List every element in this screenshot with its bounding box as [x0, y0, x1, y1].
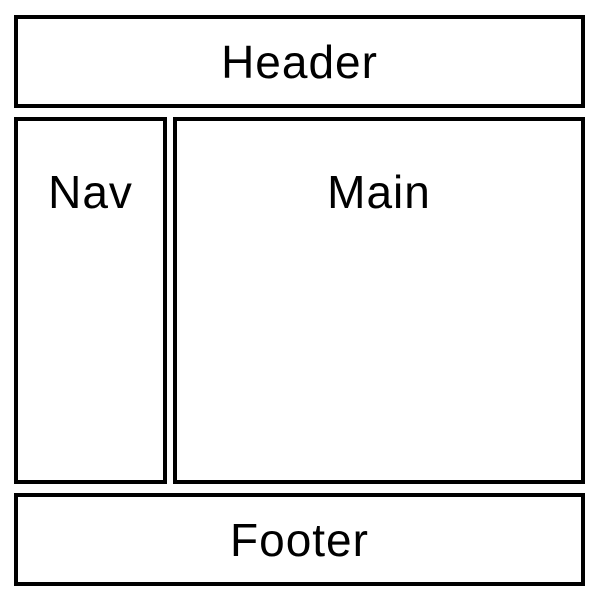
- nav-region: Nav: [14, 117, 167, 484]
- main-label: Main: [327, 166, 431, 218]
- footer-region: Footer: [14, 493, 585, 586]
- header-label: Header: [221, 35, 378, 88]
- footer-label: Footer: [230, 513, 369, 566]
- main-region: Main: [173, 117, 585, 484]
- header-region: Header: [14, 15, 585, 108]
- nav-label: Nav: [48, 166, 133, 218]
